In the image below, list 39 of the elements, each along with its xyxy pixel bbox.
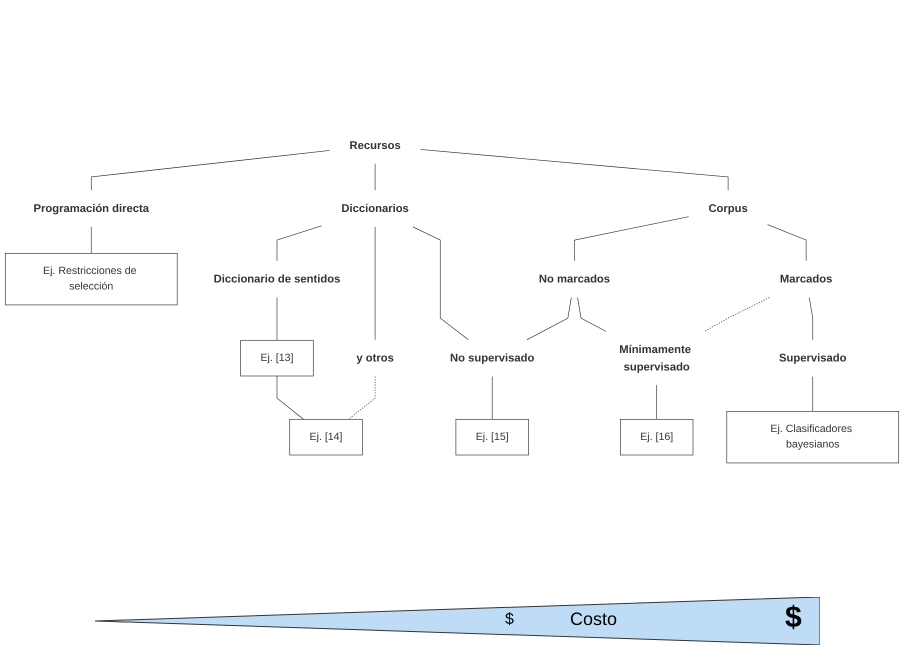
node-text: No marcados [538, 272, 610, 286]
node-text: Programación directa [33, 202, 150, 215]
connector [348, 376, 376, 420]
connector [656, 384, 658, 420]
connector [704, 297, 770, 332]
connector [374, 226, 376, 340]
node-box: Ej. [15] [456, 418, 529, 456]
connector [90, 226, 92, 254]
currency-symbol: $ [785, 601, 802, 635]
node-text: Mínimamente supervisado [619, 343, 692, 373]
node-text: Corpus [708, 202, 748, 215]
connector [90, 150, 330, 191]
node-box: Ej. Restricciones de selección [4, 253, 178, 306]
connector [374, 163, 376, 191]
connector [574, 216, 689, 262]
currency-symbol: $ [505, 611, 514, 629]
connector [492, 376, 493, 420]
node-text: No supervisado [450, 352, 534, 364]
node-text: Marcados [780, 272, 832, 286]
node-text: Recursos [349, 138, 401, 152]
axis-label: Costo [570, 609, 618, 630]
node-box: Ej. [13] [240, 340, 314, 376]
connector [812, 376, 814, 412]
connector [420, 149, 728, 191]
connector [577, 297, 606, 332]
node-box: Ej. Clasificadores bayesianos [726, 411, 900, 464]
connector [276, 225, 322, 262]
node-text: Diccionarios [341, 202, 409, 215]
connector [276, 376, 304, 420]
connector [767, 224, 806, 262]
connector [412, 226, 469, 340]
node-text: Diccionario de sentidos [214, 272, 340, 286]
connector [526, 297, 572, 340]
node-box: Ej. [14] [289, 418, 363, 456]
connector [808, 297, 814, 340]
connector [276, 297, 278, 341]
node-box: Ej. [16] [620, 418, 694, 456]
node-text: Supervisado [779, 352, 846, 364]
node-text: y otros [356, 352, 394, 364]
